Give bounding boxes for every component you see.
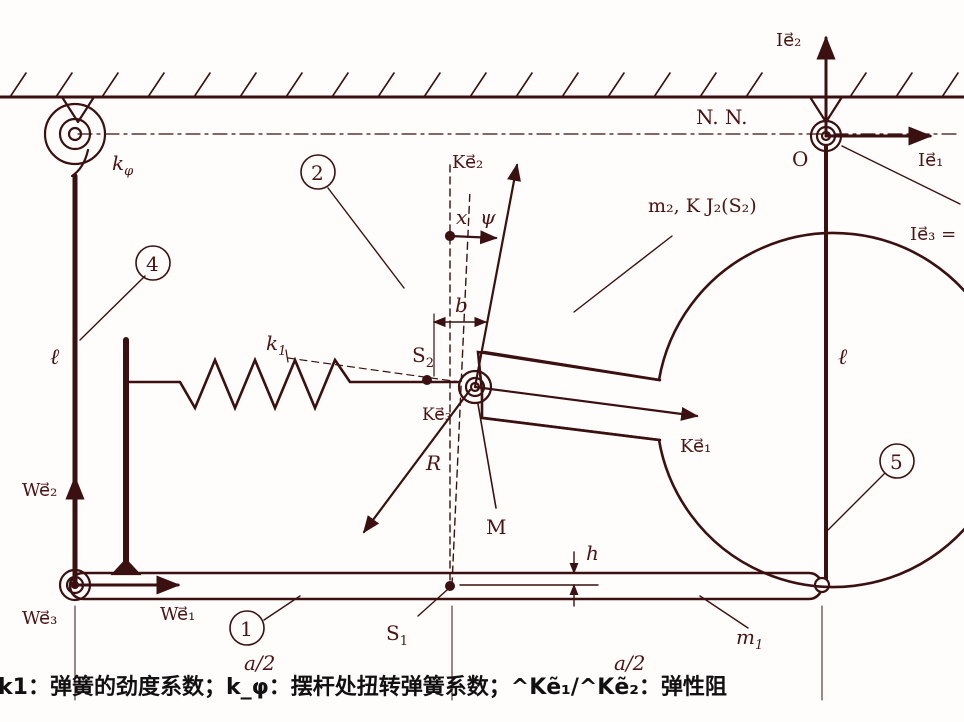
ceiling-hatching: [9, 72, 959, 98]
radius-r: [362, 388, 472, 534]
label-k1: k1: [266, 331, 286, 359]
label-we3: We⃗₃: [22, 608, 57, 629]
label-ke2: Ke⃗₂: [452, 152, 483, 173]
disc-body-2: [476, 231, 964, 589]
label-s1: S1: [386, 621, 408, 649]
label-b: b: [455, 293, 468, 317]
disc-slot-gap: [482, 350, 662, 442]
s1-dot: [445, 581, 455, 591]
leader-k1: [285, 349, 289, 363]
tilted-dashed-ref: [451, 189, 471, 586]
circle-4-ring: [135, 245, 171, 281]
label-ke1: Ke⃗₁: [680, 436, 711, 457]
leader-2: [327, 187, 405, 289]
label-r: R: [425, 451, 441, 475]
s1-pointer: [417, 589, 448, 617]
m-pointer: [477, 403, 497, 509]
ie3-pointer: [841, 145, 961, 205]
label-circle-5: 5: [890, 450, 903, 474]
label-m2-j: m₂, K J₂(S₂): [648, 195, 757, 217]
label-x: x: [456, 205, 467, 229]
label-ie1: Ie⃗₁: [918, 150, 943, 171]
circle-1-ring: [229, 610, 265, 646]
leader-m2: [573, 235, 673, 313]
label-o: O: [792, 147, 808, 171]
axis-ke2: [473, 163, 521, 389]
label-ie2: Ie⃗₂: [776, 30, 801, 51]
wall-foot: [110, 558, 142, 576]
leader-5: [827, 473, 885, 531]
label-ell-right: ℓ: [838, 345, 848, 370]
label-circle-1: 1: [240, 617, 253, 641]
spring-k1: [124, 356, 460, 412]
circle-5-ring: [879, 443, 915, 479]
label-nn: N. N.: [696, 105, 748, 129]
label-ie3: Ie⃗₃ =: [910, 224, 956, 245]
x-dot: [444, 230, 456, 242]
label-k-phi: kφ: [112, 151, 134, 179]
label-a2-left: a/2: [244, 651, 275, 675]
circle-2-ring: [300, 154, 336, 190]
label-we2: We⃗₂: [22, 480, 57, 501]
leader-m1: [699, 595, 749, 629]
label-m1: m1: [736, 625, 763, 653]
caption-text: k1：弹簧的劲度系数；k_φ：摆杆处扭转弹簧系数；^Kẽ₁/^Kẽ₂：弹性阻: [0, 675, 727, 700]
axis-ke1: [473, 385, 699, 421]
right-joint: [813, 576, 831, 594]
label-m: M: [486, 515, 506, 539]
label-s2: S2: [412, 343, 434, 371]
label-a2-right: a/2: [614, 651, 645, 675]
x-arrow: [448, 230, 498, 245]
label-circle-4: 4: [146, 252, 159, 276]
label-h: h: [586, 541, 599, 565]
leader-4: [79, 275, 146, 341]
s2-dot: [422, 375, 432, 385]
leader-1: [263, 595, 301, 621]
left-pivot: [43, 95, 107, 178]
label-we1: We⃗₁: [160, 604, 195, 625]
label-ke3: Ke⃗₃: [422, 405, 452, 425]
label-circle-2: 2: [311, 161, 324, 185]
label-ell-left: ℓ: [50, 345, 60, 370]
label-psi: ψ: [480, 205, 496, 229]
